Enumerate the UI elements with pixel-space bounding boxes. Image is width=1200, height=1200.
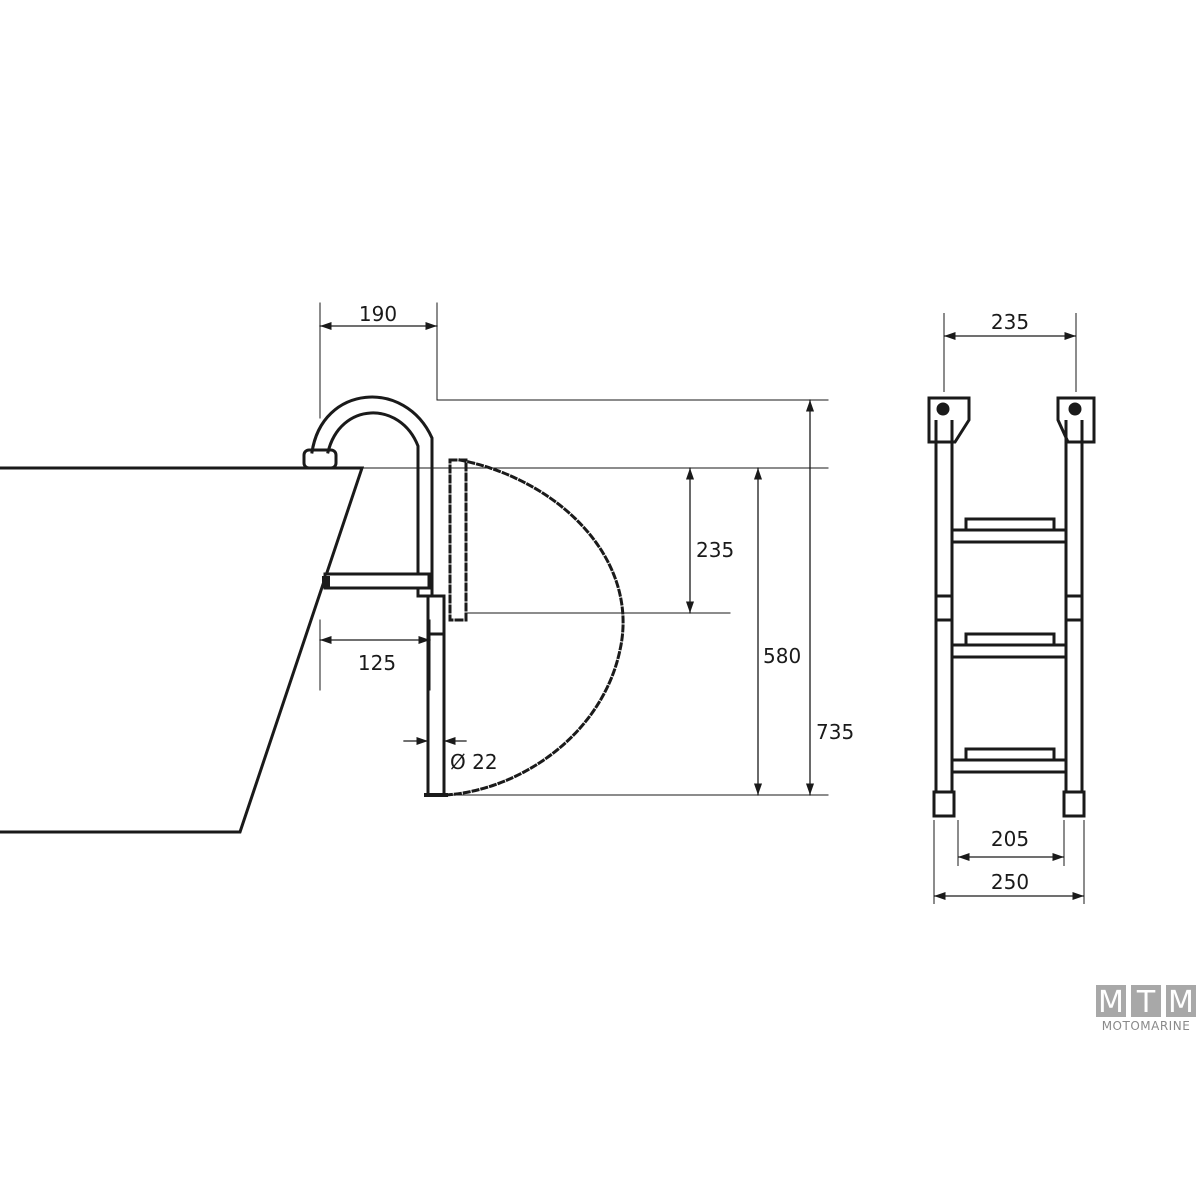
swing-arc xyxy=(444,458,625,797)
front-view xyxy=(927,396,1096,818)
hook-tube-outer xyxy=(310,395,434,598)
standoff-bracket xyxy=(323,572,431,590)
logo-letter-1: M xyxy=(1098,985,1124,1020)
deck-mount-base xyxy=(302,448,338,470)
left-rail-foot xyxy=(932,790,956,818)
logo-box-3 xyxy=(1166,985,1196,1017)
folded-step-outline xyxy=(448,458,468,622)
label-standoff-depth: 125 xyxy=(358,651,396,675)
step-2 xyxy=(950,632,1068,659)
logo-box-1 xyxy=(1096,985,1126,1017)
logo-box-2 xyxy=(1131,985,1161,1017)
logo-letter-2: T xyxy=(1136,985,1156,1020)
label-overall-width: 250 xyxy=(991,870,1029,894)
label-tube-diameter: Ø 22 xyxy=(450,750,498,774)
label-step-width: 205 xyxy=(991,827,1029,851)
right-mount-bolt-icon xyxy=(1068,402,1082,416)
step-3 xyxy=(950,747,1068,774)
label-submerged-length: 580 xyxy=(763,644,801,668)
label-top-width: 235 xyxy=(991,310,1029,334)
right-rail-foot xyxy=(1062,790,1086,818)
logo-letter-3: M xyxy=(1168,985,1194,1020)
label-first-step-drop: 235 xyxy=(696,538,734,562)
left-mount-bolt-icon xyxy=(936,402,950,416)
boat-hull xyxy=(0,466,365,834)
label-total-height: 735 xyxy=(816,720,854,744)
motomarine-logo: M T M MOTOMARINE xyxy=(1096,985,1196,1033)
label-hook-reach: 190 xyxy=(359,302,397,326)
logo-tagline: MOTOMARINE xyxy=(1102,1019,1191,1033)
step-1 xyxy=(950,517,1068,544)
hook-tube-inner xyxy=(326,411,420,598)
side-view xyxy=(0,302,829,834)
